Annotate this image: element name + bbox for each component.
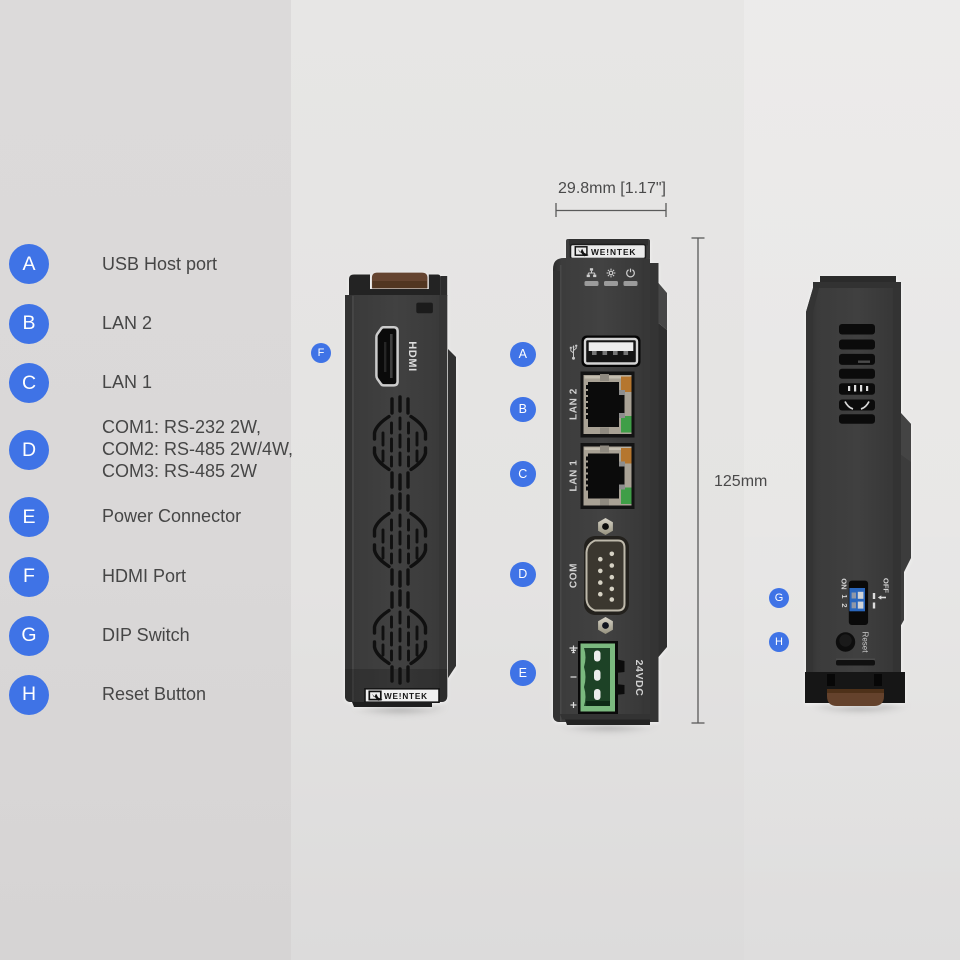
- svg-text:OFF: OFF: [882, 578, 891, 593]
- svg-text:ON: ON: [840, 578, 849, 589]
- svg-text:1: 1: [840, 594, 849, 598]
- svg-text:24VDC: 24VDC: [633, 660, 645, 697]
- svg-text:Reset: Reset: [861, 632, 870, 654]
- svg-text:COM: COM: [569, 563, 580, 588]
- svg-text:2: 2: [840, 603, 849, 607]
- svg-text:LAN 1: LAN 1: [569, 460, 580, 492]
- svg-text:HDMI: HDMI: [406, 341, 418, 372]
- svg-text:WE!NTEK: WE!NTEK: [384, 692, 428, 701]
- svg-text:WE!NTEK: WE!NTEK: [591, 247, 636, 257]
- svg-text:LAN 2: LAN 2: [569, 388, 580, 420]
